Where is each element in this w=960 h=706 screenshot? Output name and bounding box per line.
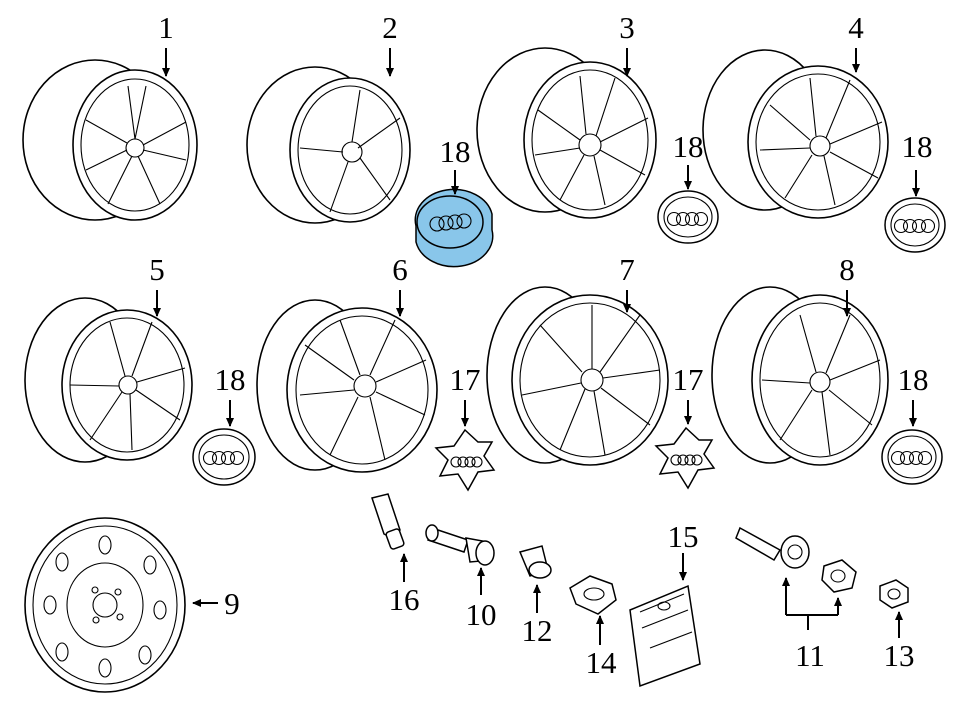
callout-7: 7 [619, 252, 635, 287]
callout-15: 15 [668, 519, 699, 554]
lug-bolt[interactable] [425, 524, 495, 566]
center-cap-4[interactable] [884, 197, 946, 253]
callout-18-cap-8: 18 [898, 362, 929, 397]
callout-4: 4 [848, 10, 864, 45]
wheel-3[interactable] [476, 47, 657, 219]
bolt-cap[interactable] [518, 545, 552, 579]
center-cap-highlighted[interactable] [414, 188, 494, 268]
wheel-6[interactable] [256, 299, 438, 473]
leader-arrows [153, 48, 920, 645]
pressure-sensor[interactable] [569, 575, 617, 615]
callout-18-cap-5: 18 [215, 362, 246, 397]
callout-13: 13 [884, 638, 915, 673]
callout-1: 1 [158, 10, 174, 45]
callout-16: 16 [389, 582, 420, 617]
star-cap-right[interactable] [654, 426, 716, 490]
callout-8: 8 [839, 252, 855, 287]
wheel-1[interactable] [22, 59, 198, 221]
callout-9: 9 [224, 586, 240, 621]
callout-14: 14 [586, 645, 618, 680]
callout-11: 11 [795, 638, 825, 673]
wheel-8[interactable] [711, 286, 889, 466]
callout-18-cap-3: 18 [673, 129, 704, 164]
wheel-9-steel[interactable] [24, 517, 186, 693]
callout-2: 2 [382, 10, 398, 45]
wheel-5[interactable] [24, 297, 193, 463]
star-cap-left[interactable] [434, 428, 496, 492]
valve-stem-kit[interactable] [735, 526, 857, 593]
center-cap-5[interactable] [192, 428, 256, 486]
callout-3: 3 [619, 10, 635, 45]
callout-17-right: 17 [673, 362, 704, 397]
callout-5: 5 [149, 252, 165, 287]
wheel-7[interactable] [486, 286, 669, 466]
callout-6: 6 [392, 252, 408, 287]
center-cap-8[interactable] [881, 429, 943, 485]
wheel-4[interactable] [702, 49, 889, 219]
callout-18-cap-2: 18 [440, 134, 471, 169]
tpms-valve-sensor[interactable] [371, 493, 405, 550]
callout-17-left: 17 [450, 362, 481, 397]
lock-kit-package[interactable] [629, 584, 701, 688]
callout-10: 10 [466, 597, 497, 632]
hex-nut[interactable] [879, 579, 909, 609]
wheel-2[interactable] [246, 66, 411, 224]
callout-18-cap-4: 18 [902, 129, 933, 164]
callout-12: 12 [522, 613, 553, 648]
center-cap-3[interactable] [657, 190, 719, 244]
